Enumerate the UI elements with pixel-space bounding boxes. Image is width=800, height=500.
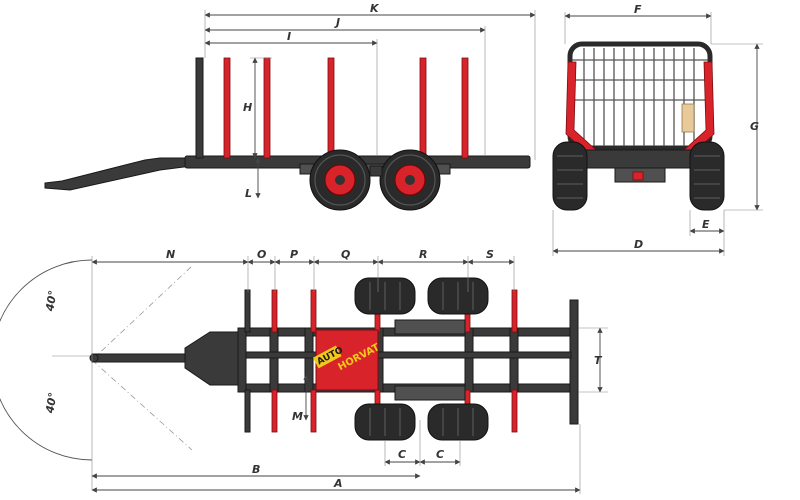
dim-label-B: B — [252, 463, 260, 476]
dim-label-S: S — [486, 248, 494, 261]
angle-label-lower: 40° — [43, 391, 60, 415]
turning-arc — [0, 259, 93, 461]
side-stake-5 — [461, 57, 469, 159]
side-stake-1 — [223, 57, 231, 159]
dim-label-J: J — [334, 16, 340, 29]
dim-label-T: T — [594, 354, 603, 367]
dim-label-K: K — [370, 2, 380, 15]
dim-label-P: P — [290, 248, 298, 261]
top-view: 40° 40° — [0, 248, 608, 494]
side-wheel-rear — [379, 149, 441, 211]
angle-label-upper: 40° — [43, 289, 60, 313]
dim-label-E: E — [702, 218, 710, 231]
rear-axle-frame — [584, 149, 696, 169]
side-wheel-front — [309, 149, 371, 211]
dim-label-M: M — [292, 410, 303, 423]
dim-label-I: I — [287, 30, 291, 43]
rear-tyre-left — [552, 141, 588, 211]
dim-label-R: R — [419, 248, 427, 261]
dim-label-Q: Q — [341, 248, 350, 261]
dim-label-N: N — [166, 248, 175, 261]
side-stake-4 — [419, 57, 427, 159]
side-stake-2 — [263, 57, 271, 159]
rear-tyre-right — [689, 141, 725, 211]
dim-label-C-2: C — [436, 448, 444, 461]
dim-label-L: L — [245, 187, 252, 200]
dim-label-D: D — [634, 238, 643, 251]
dim-label-F: F — [634, 3, 642, 16]
dim-label-O: O — [257, 248, 266, 261]
side-stake-3 — [327, 57, 335, 159]
side-front-post — [195, 57, 204, 159]
side-view: K J I H L — [44, 2, 536, 211]
side-drawbar — [44, 157, 193, 191]
dim-label-G: G — [750, 120, 759, 133]
dim-label-C-1: C — [398, 448, 406, 461]
rear-view: F G E D — [552, 3, 763, 256]
dim-label-A: A — [333, 477, 343, 490]
dim-label-H: H — [243, 101, 252, 114]
